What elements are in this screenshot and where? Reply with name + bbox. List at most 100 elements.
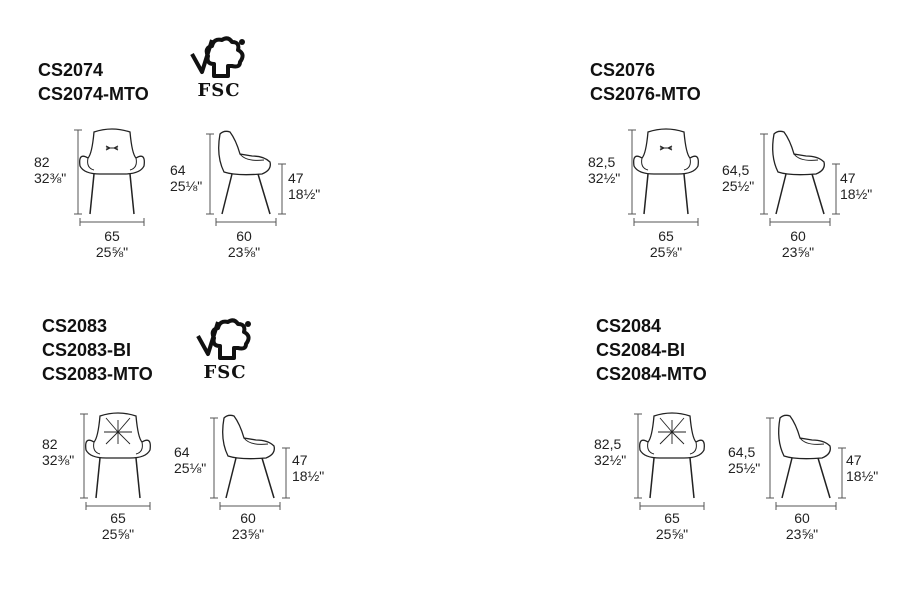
seat-height-label: 47 18½" bbox=[840, 170, 872, 202]
front-view-drawing bbox=[632, 408, 722, 518]
product-code: CS2074 bbox=[38, 60, 104, 80]
dim-in: 18½" bbox=[292, 468, 325, 484]
product-code: CS2076 bbox=[590, 60, 656, 80]
dim-cm: 82 bbox=[34, 154, 50, 170]
front-view-svg bbox=[634, 412, 705, 510]
front-width-label: 65 25⅝" bbox=[646, 228, 686, 260]
dim-cm: 47 bbox=[840, 170, 856, 186]
product-block-cs2076: CS2076 CS2076-MTO 82,5 32½" 65 25⅝" bbox=[0, 0, 920, 300]
fsc-tree-icon bbox=[196, 318, 251, 360]
dim-in: 25⅝" bbox=[95, 244, 129, 260]
dim-in: 18½" bbox=[840, 186, 873, 202]
side-view-drawing bbox=[760, 126, 850, 236]
dim-in: 23⅝" bbox=[785, 526, 819, 542]
fsc-label: FSC bbox=[197, 80, 241, 101]
front-view-drawing bbox=[626, 124, 716, 234]
dim-cm: 47 bbox=[292, 452, 308, 468]
dim-cm: 64,5 bbox=[728, 444, 756, 460]
side-view-svg bbox=[206, 130, 286, 226]
seat-height-label: 47 18½" bbox=[846, 452, 878, 484]
dim-in: 25⅛" bbox=[174, 460, 207, 476]
dim-cm: 65 bbox=[110, 510, 126, 526]
dim-cm: 60 bbox=[790, 228, 806, 244]
fsc-logo: FSC bbox=[194, 316, 256, 383]
dim-cm: 82 bbox=[42, 436, 58, 452]
dim-in: 18½" bbox=[288, 186, 321, 202]
dim-cm: 64,5 bbox=[722, 162, 750, 178]
dim-cm: 64 bbox=[174, 444, 190, 460]
dim-in: 25⅝" bbox=[649, 244, 683, 260]
dim-cm: 82,5 bbox=[594, 436, 622, 452]
dim-cm: 60 bbox=[240, 510, 256, 526]
dim-cm: 64 bbox=[170, 162, 186, 178]
product-code: CS2084-BI bbox=[596, 340, 686, 360]
dim-cm: 65 bbox=[658, 228, 674, 244]
dim-cm: 65 bbox=[664, 510, 680, 526]
fsc-logo: FSC bbox=[188, 34, 250, 101]
front-view-svg bbox=[74, 128, 145, 226]
front-view-drawing bbox=[72, 124, 162, 234]
dim-cm: 65 bbox=[104, 228, 120, 244]
front-view-drawing bbox=[78, 408, 168, 518]
dim-in: 32½" bbox=[588, 170, 621, 186]
dim-in: 25⅝" bbox=[101, 526, 135, 542]
side-height-label: 64,5 25½" bbox=[728, 444, 760, 476]
product-code: CS2084-MTO bbox=[596, 364, 707, 384]
dim-in: 32⅜" bbox=[42, 452, 75, 468]
product-block-cs2083: CS2083 CS2083-BI CS2083-MTO FSC 82 32 bbox=[42, 314, 324, 542]
dim-in: 25⅝" bbox=[655, 526, 689, 542]
side-view-svg bbox=[766, 414, 846, 510]
dim-cm: 47 bbox=[288, 170, 304, 186]
dim-in: 18½" bbox=[846, 468, 879, 484]
dim-cm: 60 bbox=[794, 510, 810, 526]
dim-in: 25½" bbox=[722, 178, 755, 194]
dim-in: 23⅝" bbox=[781, 244, 815, 260]
front-width-label: 65 25⅝" bbox=[92, 228, 132, 260]
product-codes: CS2076 CS2076-MTO bbox=[590, 58, 701, 106]
front-height-label: 82,5 32½" bbox=[594, 436, 626, 468]
side-depth-label: 60 23⅝" bbox=[222, 228, 266, 260]
front-width-label: 65 25⅝" bbox=[652, 510, 692, 542]
product-code: CS2083 bbox=[42, 316, 108, 336]
fsc-label: FSC bbox=[203, 362, 247, 383]
side-view-svg bbox=[760, 130, 840, 226]
side-view-svg bbox=[210, 414, 290, 510]
side-depth-label: 60 23⅝" bbox=[780, 510, 824, 542]
side-height-label: 64 25⅛" bbox=[170, 162, 202, 194]
dim-in: 23⅝" bbox=[231, 526, 265, 542]
seat-height-label: 47 18½" bbox=[292, 452, 324, 484]
dim-cm: 60 bbox=[236, 228, 252, 244]
dim-in: 32⅜" bbox=[34, 170, 67, 186]
dim-in: 25⅛" bbox=[170, 178, 203, 194]
product-code: CS2076-MTO bbox=[590, 84, 701, 104]
dim-cm: 82,5 bbox=[588, 154, 616, 170]
front-view-svg bbox=[80, 412, 151, 510]
product-codes: CS2084 CS2084-BI CS2084-MTO bbox=[596, 314, 707, 386]
side-depth-label: 60 23⅝" bbox=[776, 228, 820, 260]
side-view-drawing bbox=[766, 410, 856, 520]
fsc-tree-icon bbox=[190, 36, 245, 78]
product-code: CS2083-MTO bbox=[42, 364, 153, 384]
dim-in: 23⅝" bbox=[227, 244, 261, 260]
product-codes: CS2083 CS2083-BI CS2083-MTO bbox=[42, 314, 153, 386]
front-view-svg bbox=[628, 128, 699, 226]
side-height-label: 64,5 25½" bbox=[722, 162, 754, 194]
product-code: CS2083-BI bbox=[42, 340, 132, 360]
product-codes: CS2074 CS2074-MTO bbox=[38, 58, 149, 106]
front-height-label: 82 32⅜" bbox=[34, 154, 66, 186]
side-depth-label: 60 23⅝" bbox=[226, 510, 270, 542]
product-block-cs2074: CS2074 CS2074-MTO FSC 82 32⅜" bbox=[0, 0, 460, 300]
side-height-label: 64 25⅛" bbox=[174, 444, 206, 476]
dim-in: 25½" bbox=[728, 460, 761, 476]
seat-height-label: 47 18½" bbox=[288, 170, 320, 202]
dim-in: 32½" bbox=[594, 452, 627, 468]
side-view-drawing bbox=[210, 410, 300, 520]
front-height-label: 82 32⅜" bbox=[42, 436, 74, 468]
front-height-label: 82,5 32½" bbox=[588, 154, 620, 186]
dim-cm: 47 bbox=[846, 452, 862, 468]
side-view-drawing bbox=[206, 126, 296, 236]
product-code: CS2074-MTO bbox=[38, 84, 149, 104]
front-width-label: 65 25⅝" bbox=[98, 510, 138, 542]
product-code: CS2084 bbox=[596, 316, 662, 336]
